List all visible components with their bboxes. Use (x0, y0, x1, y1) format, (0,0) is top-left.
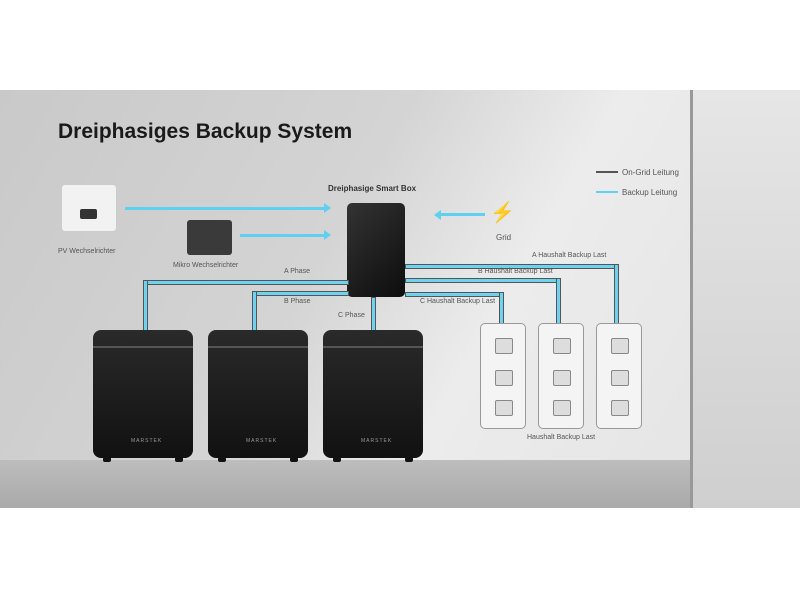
loads-label: Haushalt Backup Last (527, 434, 596, 441)
battery-3: MARSTEK (323, 330, 423, 462)
load-panel-b (538, 323, 584, 429)
a-load-label: A Haushalt Backup Last (532, 252, 607, 259)
on-grid-legend-label: On-Grid Leitung (622, 168, 679, 177)
floor (0, 460, 690, 508)
b-phase-line (252, 291, 349, 296)
battery-brand: MARSTEK (361, 438, 393, 444)
a-load-drop (614, 264, 619, 325)
c-phase-label: C Phase (338, 312, 365, 319)
pv-arrow (125, 203, 331, 213)
load-panel-a (596, 323, 642, 429)
inverter-display (80, 209, 97, 219)
backup-legend-label: Backup Leitung (622, 188, 678, 197)
a-phase-line (143, 280, 349, 285)
window (690, 90, 800, 508)
smart-box-label: Dreiphasige Smart Box (328, 184, 417, 193)
battery-2: MARSTEK (208, 330, 308, 462)
page-title: Dreiphasiges Backup System (58, 120, 353, 143)
a-phase-drop (143, 280, 148, 332)
grid-label: Grid (496, 233, 512, 242)
c-load-label: C Haushalt Backup Last (420, 298, 496, 305)
backup-legend-swatch (596, 191, 618, 193)
on-grid-legend-swatch (596, 171, 618, 173)
b-load-label: B Haushalt Backup Last (478, 268, 553, 275)
battery-1: MARSTEK (93, 330, 193, 462)
a-phase-label: A Phase (284, 268, 311, 275)
load-panel-c (480, 323, 526, 429)
c-phase-line (371, 297, 376, 332)
b-load-line (405, 278, 561, 283)
b-load-drop (556, 278, 561, 325)
smart-box (347, 203, 405, 297)
b-phase-label: B Phase (284, 298, 311, 305)
pv-inverter (61, 184, 117, 232)
c-load-drop (499, 292, 504, 325)
b-phase-drop (252, 291, 257, 332)
grid-arrow (440, 213, 485, 216)
battery-brand: MARSTEK (131, 438, 163, 444)
micro-inverter-label: Mikro Wechselrichter (173, 262, 239, 269)
power-tower-icon: ⚡ (490, 202, 515, 224)
micro-inverter (187, 220, 232, 255)
battery-brand: MARSTEK (246, 438, 278, 444)
micro-arrow (240, 230, 331, 240)
pv-inverter-label: PV Wechselrichter (58, 248, 116, 255)
c-load-line (405, 292, 504, 297)
